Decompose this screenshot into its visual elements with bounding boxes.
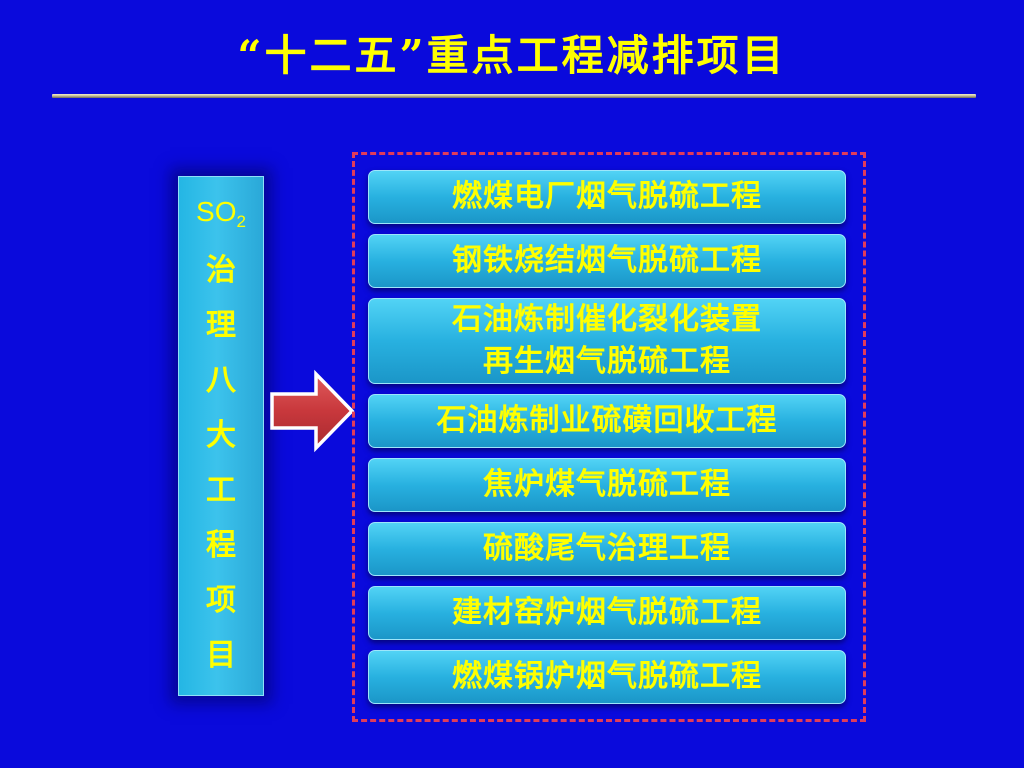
project-item: 燃煤电厂烟气脱硫工程 [368, 170, 846, 224]
panel-char: 大 [206, 418, 236, 453]
title-divider [52, 94, 976, 98]
project-item: 石油炼制业硫磺回收工程 [368, 394, 846, 448]
project-item: 燃煤锅炉烟气脱硫工程 [368, 650, 846, 704]
so2-category-panel: SO2 治 理 八 大 工 程 项 目 [178, 176, 264, 696]
project-label: 燃煤电厂烟气脱硫工程 [452, 179, 762, 214]
panel-char: 程 [206, 528, 236, 563]
project-label: 燃煤锅炉烟气脱硫工程 [452, 659, 762, 694]
project-label: 钢铁烧结烟气脱硫工程 [452, 243, 762, 278]
project-item: 焦炉煤气脱硫工程 [368, 458, 846, 512]
panel-char: 理 [206, 308, 236, 343]
formula-main: SO [196, 196, 237, 227]
so2-formula: SO2 [179, 195, 263, 239]
panel-char: 目 [206, 638, 236, 673]
project-item: 石油炼制催化裂化装置 再生烟气脱硫工程 [368, 298, 846, 384]
project-item: 钢铁烧结烟气脱硫工程 [368, 234, 846, 288]
formula-subscript: 2 [236, 212, 246, 231]
project-label: 石油炼制催化裂化装置 再生烟气脱硫工程 [452, 302, 762, 379]
panel-char: 治 [206, 253, 236, 288]
project-label: 建材窑炉烟气脱硫工程 [452, 595, 762, 630]
project-label: 焦炉煤气脱硫工程 [483, 467, 731, 502]
project-item: 硫酸尾气治理工程 [368, 522, 846, 576]
panel-vertical-text: 治 理 八 大 工 程 项 目 [179, 243, 263, 683]
project-item: 建材窑炉烟气脱硫工程 [368, 586, 846, 640]
panel-char: 项 [206, 583, 236, 618]
projects-dashed-frame [352, 152, 866, 722]
project-label: 石油炼制业硫磺回收工程 [436, 403, 778, 438]
slide-title: “十二五”重点工程减排项目 [237, 31, 787, 80]
panel-char: 工 [206, 473, 236, 508]
right-arrow-icon [270, 369, 355, 453]
panel-char: 八 [206, 363, 236, 398]
project-label: 硫酸尾气治理工程 [483, 531, 731, 566]
